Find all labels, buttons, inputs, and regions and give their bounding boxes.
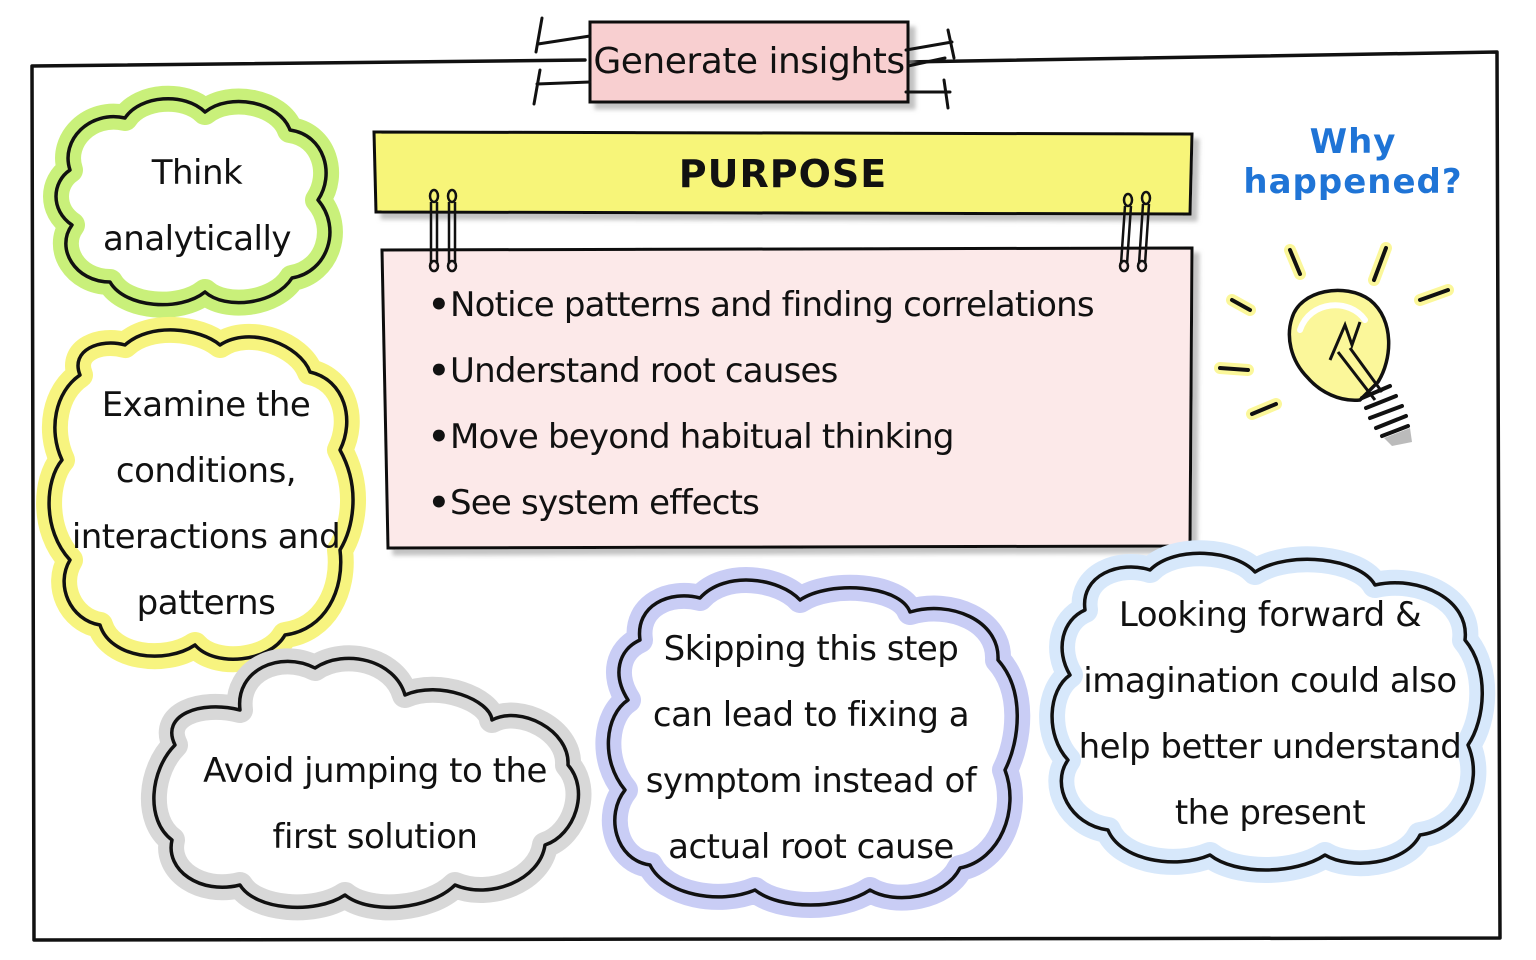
purpose-list: •Notice patterns and finding correlation… bbox=[428, 272, 1168, 536]
page-title: Generate insights bbox=[593, 41, 905, 82]
purpose-item: •See system effects bbox=[428, 483, 760, 523]
pin-icon-left bbox=[428, 188, 458, 273]
cloud-think bbox=[43, 85, 343, 318]
cloud-avoid bbox=[140, 645, 592, 921]
title-box bbox=[532, 16, 956, 110]
why-happened-note: Why happened? bbox=[1243, 122, 1463, 202]
cloud-examine bbox=[36, 316, 366, 673]
cloud-examine-text: Examine the conditions, interactions and… bbox=[71, 385, 341, 623]
cloud-skipping bbox=[595, 567, 1031, 918]
cloud-think-text: Think analytically bbox=[102, 153, 292, 259]
purpose-banner bbox=[372, 130, 1194, 216]
cloud-looking-text: Looking forward & imagination could also… bbox=[1078, 595, 1462, 833]
purpose-item: •Notice patterns and finding correlation… bbox=[428, 285, 1095, 325]
cloud-skipping-text: Skipping this step can lead to fixing a … bbox=[645, 629, 977, 867]
lightbulb-icon bbox=[1214, 242, 1454, 446]
cloud-avoid-text: Avoid jumping to the first solution bbox=[203, 751, 547, 857]
purpose-heading: PURPOSE bbox=[678, 152, 888, 196]
outer-frame bbox=[30, 50, 1502, 942]
purpose-item: •Move beyond habitual thinking bbox=[428, 417, 954, 457]
purpose-item: •Understand root causes bbox=[428, 351, 838, 391]
cloud-looking bbox=[1039, 540, 1496, 883]
pin-icon-right bbox=[1118, 190, 1152, 273]
